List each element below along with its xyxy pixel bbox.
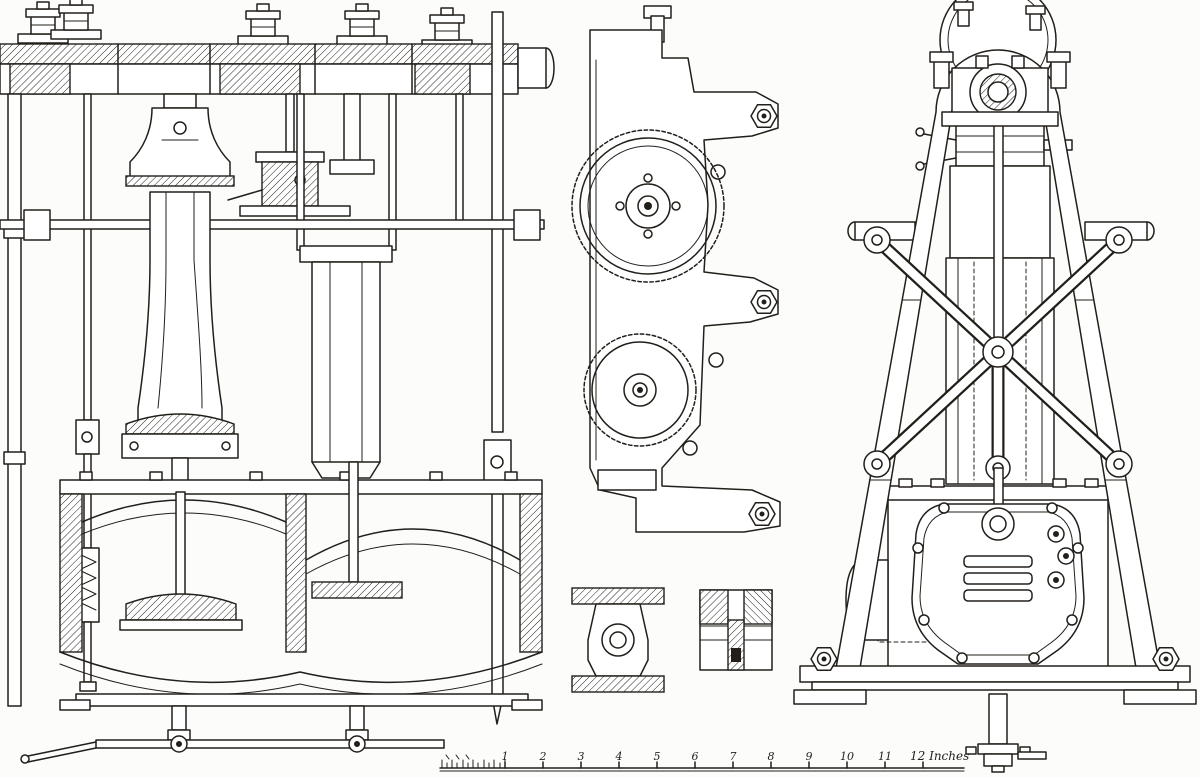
crankcase-cover — [911, 502, 1085, 665]
main-bearing — [929, 51, 1071, 127]
scale-number: 2 — [539, 750, 547, 763]
piston-rod-right — [299, 93, 393, 479]
sectional-elevation-view — [0, 0, 555, 764]
scale-number: 5 — [654, 750, 661, 763]
gear-wheel-large — [571, 129, 725, 283]
fine-division-ticks — [441, 754, 506, 769]
top-beam — [0, 43, 555, 95]
connecting-rod-left — [121, 191, 239, 493]
base-plate — [793, 646, 1197, 705]
scale-number: 6 — [692, 750, 699, 763]
detail-section-b — [699, 589, 773, 671]
scale-unit-label: 12 Inches — [910, 749, 969, 763]
scale-number: 3 — [578, 750, 585, 763]
scale-bar: 1 2 3 4 5 6 7 8 9 10 11 12 Inches — [439, 749, 969, 772]
stuffing-box — [227, 93, 351, 217]
scale-number: 8 — [768, 750, 775, 763]
cross-braces — [863, 226, 1133, 527]
columns-and-rods — [0, 11, 545, 725]
major-ticks — [504, 761, 924, 769]
scale-number: 4 — [615, 750, 623, 763]
scale-number: 9 — [806, 750, 813, 763]
side-profile-view — [571, 5, 781, 693]
scale-number: 10 — [840, 750, 854, 763]
scale-number: 7 — [730, 750, 737, 763]
gear-wheel-small — [583, 333, 697, 447]
detail-section-a — [571, 587, 665, 693]
cylinder-block — [59, 461, 543, 711]
bracket-plate — [589, 5, 781, 533]
steam-passage-left — [125, 93, 235, 187]
bottom-linkage — [20, 705, 445, 764]
scale-number: 11 — [878, 750, 892, 763]
valve-bonnets — [17, 0, 473, 50]
end-elevation-view — [793, 0, 1197, 773]
scale-number: 1 — [502, 750, 509, 763]
pump-fitting — [965, 693, 1047, 773]
